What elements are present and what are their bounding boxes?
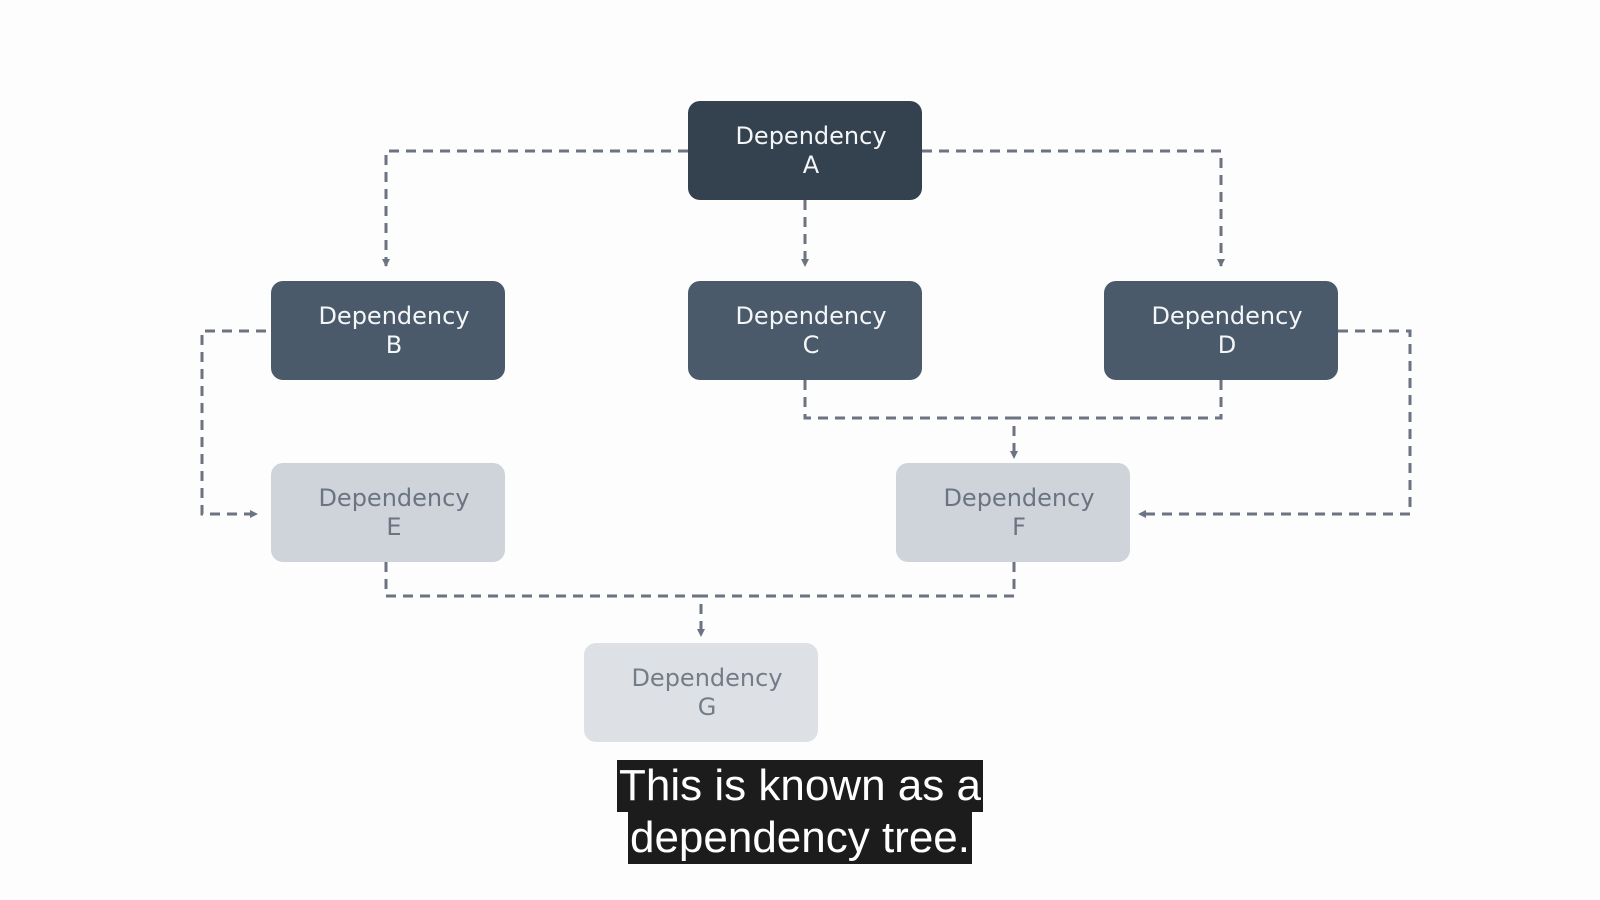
caption-line-1: This is known as a <box>617 760 983 812</box>
edge-d-f <box>1014 380 1223 420</box>
node-letter: B <box>385 330 403 359</box>
node-dependency-b: Dependency B <box>271 281 505 380</box>
node-label: Dependency <box>943 483 1095 512</box>
node-dependency-e: Dependency E <box>271 463 505 562</box>
node-label: Dependency <box>631 663 783 692</box>
node-letter: F <box>1012 512 1026 541</box>
edge-a-b <box>382 149 688 267</box>
node-dependency-d: Dependency D <box>1104 281 1338 380</box>
edge-c-f <box>803 380 1018 459</box>
node-dependency-c: Dependency C <box>688 281 922 380</box>
node-dependency-f: Dependency F <box>896 463 1130 562</box>
node-dependency-a: Dependency A <box>688 101 922 200</box>
node-letter: C <box>802 330 820 359</box>
node-letter: G <box>697 692 717 721</box>
node-letter: D <box>1217 330 1237 359</box>
node-label: Dependency <box>735 121 887 150</box>
video-caption: This is known as a dependency tree. <box>0 760 1600 864</box>
edge-a-d <box>922 149 1225 267</box>
node-letter: A <box>802 150 820 179</box>
edge-f-g <box>701 562 1016 598</box>
edge-d-f-side <box>1138 329 1412 518</box>
node-letter: E <box>386 512 402 541</box>
edge-e-g <box>384 562 705 637</box>
node-label: Dependency <box>1151 301 1303 330</box>
node-label: Dependency <box>318 483 470 512</box>
node-label: Dependency <box>735 301 887 330</box>
edge-b-e <box>200 329 266 518</box>
node-label: Dependency <box>318 301 470 330</box>
caption-line-2: dependency tree. <box>627 812 973 864</box>
node-dependency-g: Dependency G <box>584 643 818 742</box>
